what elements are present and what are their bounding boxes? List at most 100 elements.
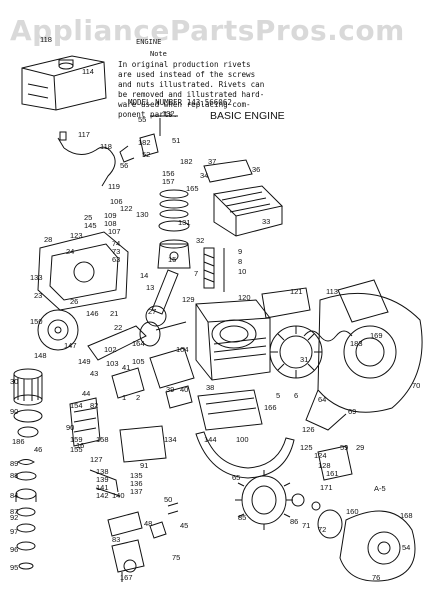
crankcase-drawing bbox=[195, 299, 271, 381]
part-number-label: 74 bbox=[112, 239, 121, 248]
part-number-label: 130 bbox=[136, 210, 149, 219]
model-number: MODEL NUMBER 143.566062 bbox=[128, 98, 232, 107]
part-number-label: 27 bbox=[148, 307, 157, 316]
part-number-label: 114 bbox=[82, 67, 94, 76]
part-number-label: 135 bbox=[130, 471, 143, 480]
part-number-label: 161 bbox=[326, 469, 339, 478]
part-number-label: 32 bbox=[196, 236, 205, 245]
part-number-label: 71 bbox=[302, 521, 311, 530]
part-number-label: 51 bbox=[172, 136, 181, 145]
part-number-label: 154 bbox=[70, 401, 83, 410]
part-number-label: 145 bbox=[84, 221, 97, 230]
flywheel-drawing bbox=[269, 325, 323, 379]
part-number-label: 186 bbox=[12, 437, 25, 446]
part-number-label: 44 bbox=[82, 389, 91, 398]
part-number-label: 146 bbox=[86, 309, 99, 318]
part-number-label: 102 bbox=[104, 345, 117, 354]
part-number-label: 6 bbox=[294, 391, 299, 400]
production-note: In original production rivets are used i… bbox=[118, 60, 293, 120]
part-number-label: 105 bbox=[132, 357, 145, 366]
part-number-label: 75 bbox=[172, 553, 181, 562]
part-number-label: 25 bbox=[84, 213, 93, 222]
part-number-label: 171 bbox=[320, 483, 333, 492]
part-number-label: 131 bbox=[178, 218, 191, 227]
part-number-label: 10 bbox=[238, 267, 247, 276]
part-number-label: 123 bbox=[70, 231, 83, 240]
part-number-label: 22 bbox=[114, 323, 123, 332]
part-number-label: 29 bbox=[356, 443, 365, 452]
part-number-label: 73 bbox=[112, 247, 121, 256]
part-number-label: 23 bbox=[34, 291, 43, 300]
part-number-label: 156 bbox=[162, 169, 175, 178]
note-line: ware used when replacing com- bbox=[118, 100, 251, 109]
part-number-label: 28 bbox=[44, 235, 53, 244]
part-number-label: 97 bbox=[10, 527, 19, 536]
part-number-label: 1 bbox=[122, 393, 127, 402]
blower-housing-drawing bbox=[305, 292, 423, 431]
part-number-label: 141 bbox=[96, 483, 109, 492]
shroud-arc-drawing bbox=[195, 431, 295, 479]
part-number-label: 45 bbox=[180, 521, 189, 530]
part-number-label: 104 bbox=[176, 345, 189, 354]
part-number-label: 2 bbox=[136, 393, 141, 402]
part-number-label: 64 bbox=[318, 395, 327, 404]
part-number-label: 137 bbox=[130, 487, 143, 496]
part-number-label: 136 bbox=[130, 479, 143, 488]
part-number-label: 128 bbox=[318, 461, 331, 470]
part-number-label: 31 bbox=[300, 355, 309, 364]
part-number-label: 160 bbox=[346, 507, 359, 516]
part-number-label: 117 bbox=[78, 130, 90, 139]
carburetor-drawing bbox=[111, 539, 145, 582]
figure-reference: A-5 bbox=[374, 484, 386, 493]
note-line: are used instead of the screws bbox=[118, 70, 256, 79]
part-number-label: 100 bbox=[236, 435, 249, 444]
part-number-label: 13 bbox=[146, 283, 155, 292]
part-number-label: 168 bbox=[400, 511, 413, 520]
header-caption: ENGINE bbox=[136, 38, 162, 46]
part-number-label: 119 bbox=[108, 182, 120, 191]
part-number-label: 72 bbox=[318, 525, 327, 534]
part-number-label: 92 bbox=[10, 513, 19, 522]
diagram-title: BASIC ENGINE bbox=[210, 110, 285, 122]
part-number-label: 118 bbox=[40, 35, 52, 44]
part-number-label: 164 bbox=[132, 339, 145, 348]
note-line: In original production rivets bbox=[118, 60, 251, 69]
part-number-label: 82 bbox=[90, 401, 99, 410]
part-number-label: 14 bbox=[140, 271, 149, 280]
part-number-label: 26 bbox=[70, 297, 79, 306]
part-number-label: 59 bbox=[340, 443, 349, 452]
spring-stack-drawing bbox=[15, 459, 37, 570]
part-number-label: 55 bbox=[138, 115, 147, 124]
part-number-label: 122 bbox=[120, 204, 133, 213]
recoil-starter-drawing bbox=[317, 509, 416, 582]
part-number-label: 121 bbox=[290, 287, 303, 296]
part-number-label: 88 bbox=[10, 471, 19, 480]
part-number-label: 126 bbox=[302, 425, 315, 434]
part-number-label: 106 bbox=[110, 197, 123, 206]
crankcase-cover-drawing bbox=[37, 231, 129, 311]
part-number-label: 96 bbox=[10, 545, 19, 554]
part-number-label: 48 bbox=[144, 519, 153, 528]
part-number-label: 76 bbox=[372, 573, 381, 582]
part-number-label: 139 bbox=[96, 475, 109, 484]
part-number-label: 127 bbox=[90, 455, 103, 464]
part-number-label: 34 bbox=[200, 171, 209, 180]
part-number-label: 56 bbox=[120, 161, 129, 170]
part-number-label: 118 bbox=[100, 142, 112, 151]
part-number-label: 36 bbox=[252, 165, 261, 174]
part-number-label: 54 bbox=[402, 543, 411, 552]
part-number-label: 120 bbox=[238, 293, 251, 302]
part-number-label: 65 bbox=[232, 473, 241, 482]
part-number-label: 86 bbox=[290, 517, 299, 526]
part-number-label: 30 bbox=[10, 377, 19, 386]
part-number-label: 140 bbox=[112, 491, 125, 500]
part-number-label: 63 bbox=[112, 255, 121, 264]
connecting-rod-drawing bbox=[151, 269, 179, 315]
part-number-label: 15 bbox=[168, 255, 177, 264]
part-number-label: 149 bbox=[78, 357, 91, 366]
part-number-label: 85 bbox=[238, 513, 247, 522]
part-number-label: 167 bbox=[120, 573, 133, 582]
part-number-label: 125 bbox=[300, 443, 313, 452]
starter-pulley-drawing bbox=[235, 470, 293, 530]
part-number-label: 148 bbox=[34, 351, 47, 360]
